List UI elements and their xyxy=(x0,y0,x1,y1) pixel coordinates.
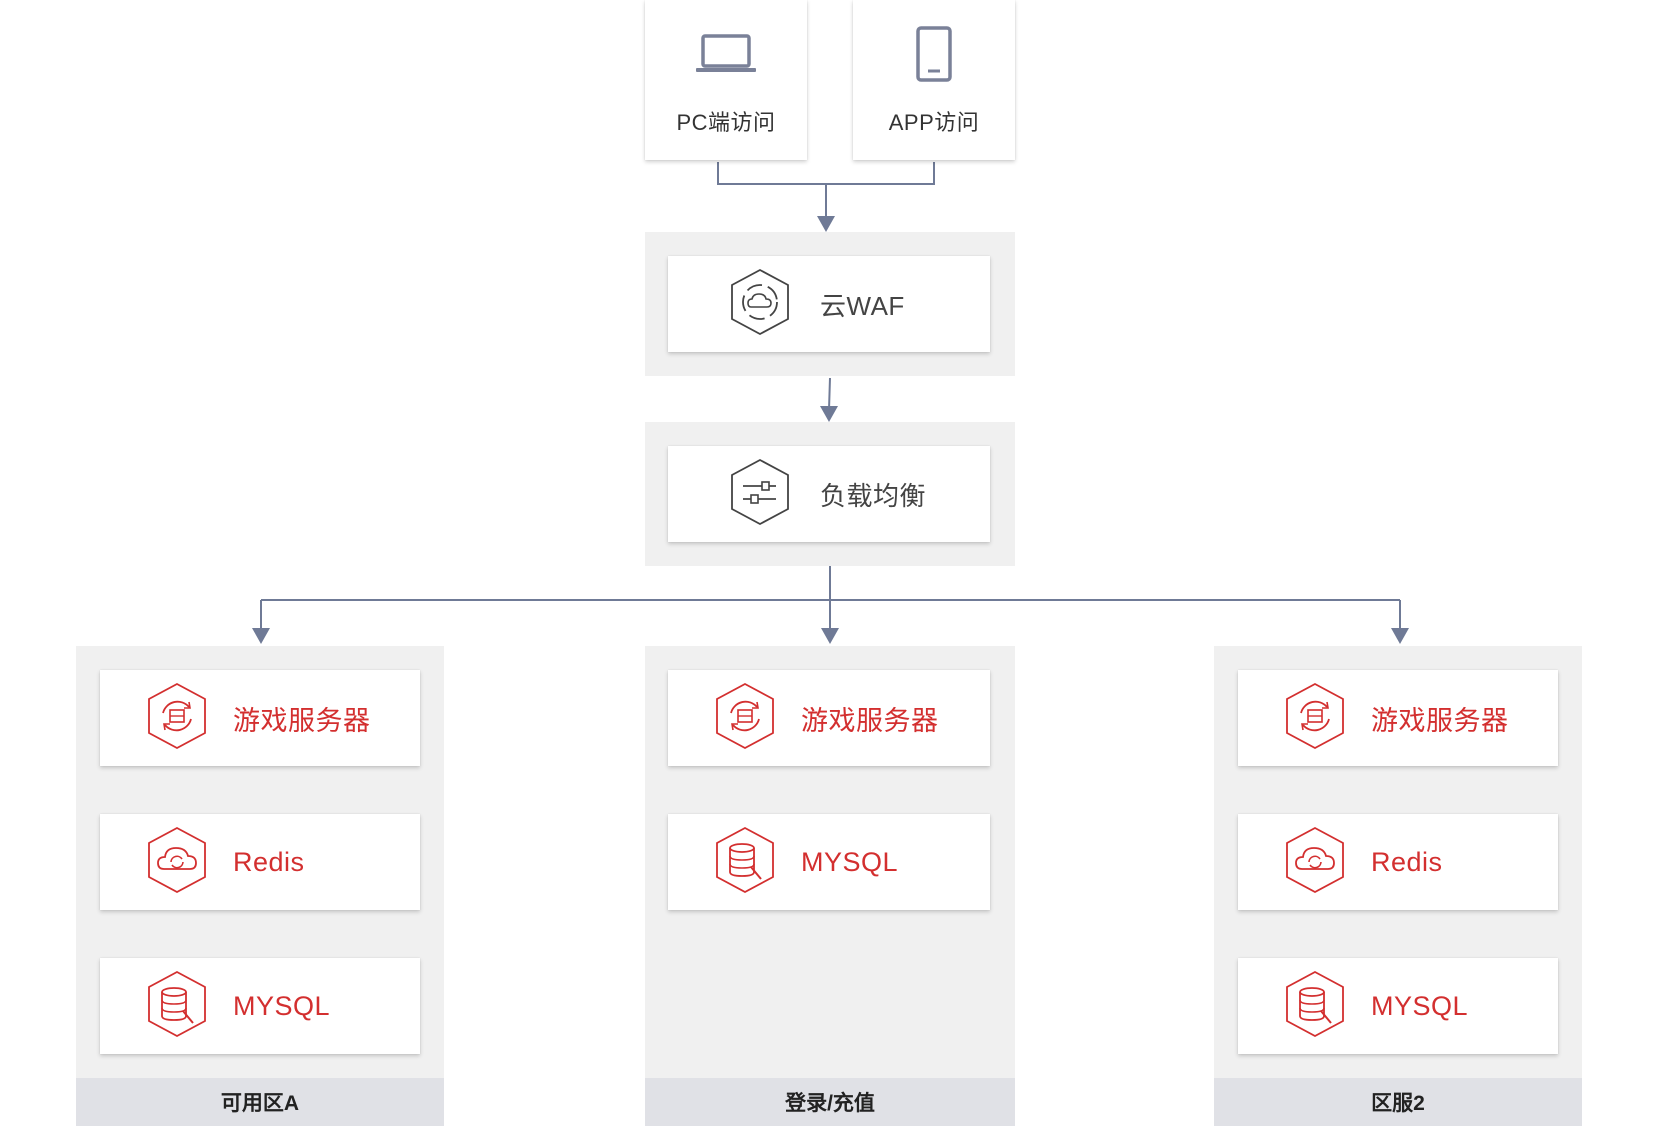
lb-card[interactable]: 负载均衡 xyxy=(668,446,990,542)
zone-a-redis-card[interactable]: Redis xyxy=(100,814,420,910)
access-join-line xyxy=(717,162,935,185)
server-refresh-hex-icon xyxy=(145,681,209,756)
zone-2-mysql-card[interactable]: MYSQL xyxy=(1238,958,1558,1054)
zone-login-footer: 登录/充值 xyxy=(645,1078,1015,1126)
database-hex-icon xyxy=(145,969,209,1044)
load-balancer-hex-icon xyxy=(728,457,792,532)
mobile-phone-icon xyxy=(899,23,969,85)
laptop-icon xyxy=(691,23,761,85)
database-hex-icon xyxy=(713,825,777,900)
zone-login-mysql-card[interactable]: MYSQL xyxy=(668,814,990,910)
zone-a-mysql-card[interactable]: MYSQL xyxy=(100,958,420,1054)
cloud-refresh-hex-icon xyxy=(1283,825,1347,900)
app-access-label: APP访问 xyxy=(888,110,980,135)
zone-a-redis-label: Redis xyxy=(233,846,305,877)
zone-2-redis-card[interactable]: Redis xyxy=(1238,814,1558,910)
zone-a-mysql-label: MYSQL xyxy=(233,990,331,1021)
lb-label: 负载均衡 xyxy=(820,480,927,511)
cloud-shield-hex-icon xyxy=(728,267,792,342)
zone-2-game-server-label: 游戏服务器 xyxy=(1371,705,1509,736)
zone-login-game-server-label: 游戏服务器 xyxy=(801,705,939,736)
zone-2-mysql-label: MYSQL xyxy=(1371,990,1469,1021)
zone-login-mysql-label: MYSQL xyxy=(801,846,899,877)
cloud-refresh-hex-icon xyxy=(145,825,209,900)
zone-2-game-server-card[interactable]: 游戏服务器 xyxy=(1238,670,1558,766)
pc-access-label: PC端访问 xyxy=(676,110,776,135)
waf-card[interactable]: 云WAF xyxy=(668,256,990,352)
waf-label: 云WAF xyxy=(820,290,905,321)
arrow-to-zone-2 xyxy=(1391,628,1409,644)
zone-2-redis-label: Redis xyxy=(1371,846,1443,877)
arrow-to-lb xyxy=(820,406,838,422)
zone-a-game-server-card[interactable]: 游戏服务器 xyxy=(100,670,420,766)
arrow-to-zone-a xyxy=(252,628,270,644)
arrow-to-zone-login xyxy=(821,628,839,644)
database-hex-icon xyxy=(1283,969,1347,1044)
arrow-to-waf xyxy=(817,216,835,232)
zone-2-footer: 区服2 xyxy=(1214,1078,1582,1126)
zone-a-footer: 可用区A xyxy=(76,1078,444,1126)
zone-a-game-server-label: 游戏服务器 xyxy=(233,705,371,736)
waf-to-lb-line xyxy=(828,377,831,411)
server-refresh-hex-icon xyxy=(713,681,777,756)
app-access-card[interactable]: APP访问 xyxy=(853,0,1015,160)
pc-access-card[interactable]: PC端访问 xyxy=(645,0,807,160)
zone-login-game-server-card[interactable]: 游戏服务器 xyxy=(668,670,990,766)
server-refresh-hex-icon xyxy=(1283,681,1347,756)
